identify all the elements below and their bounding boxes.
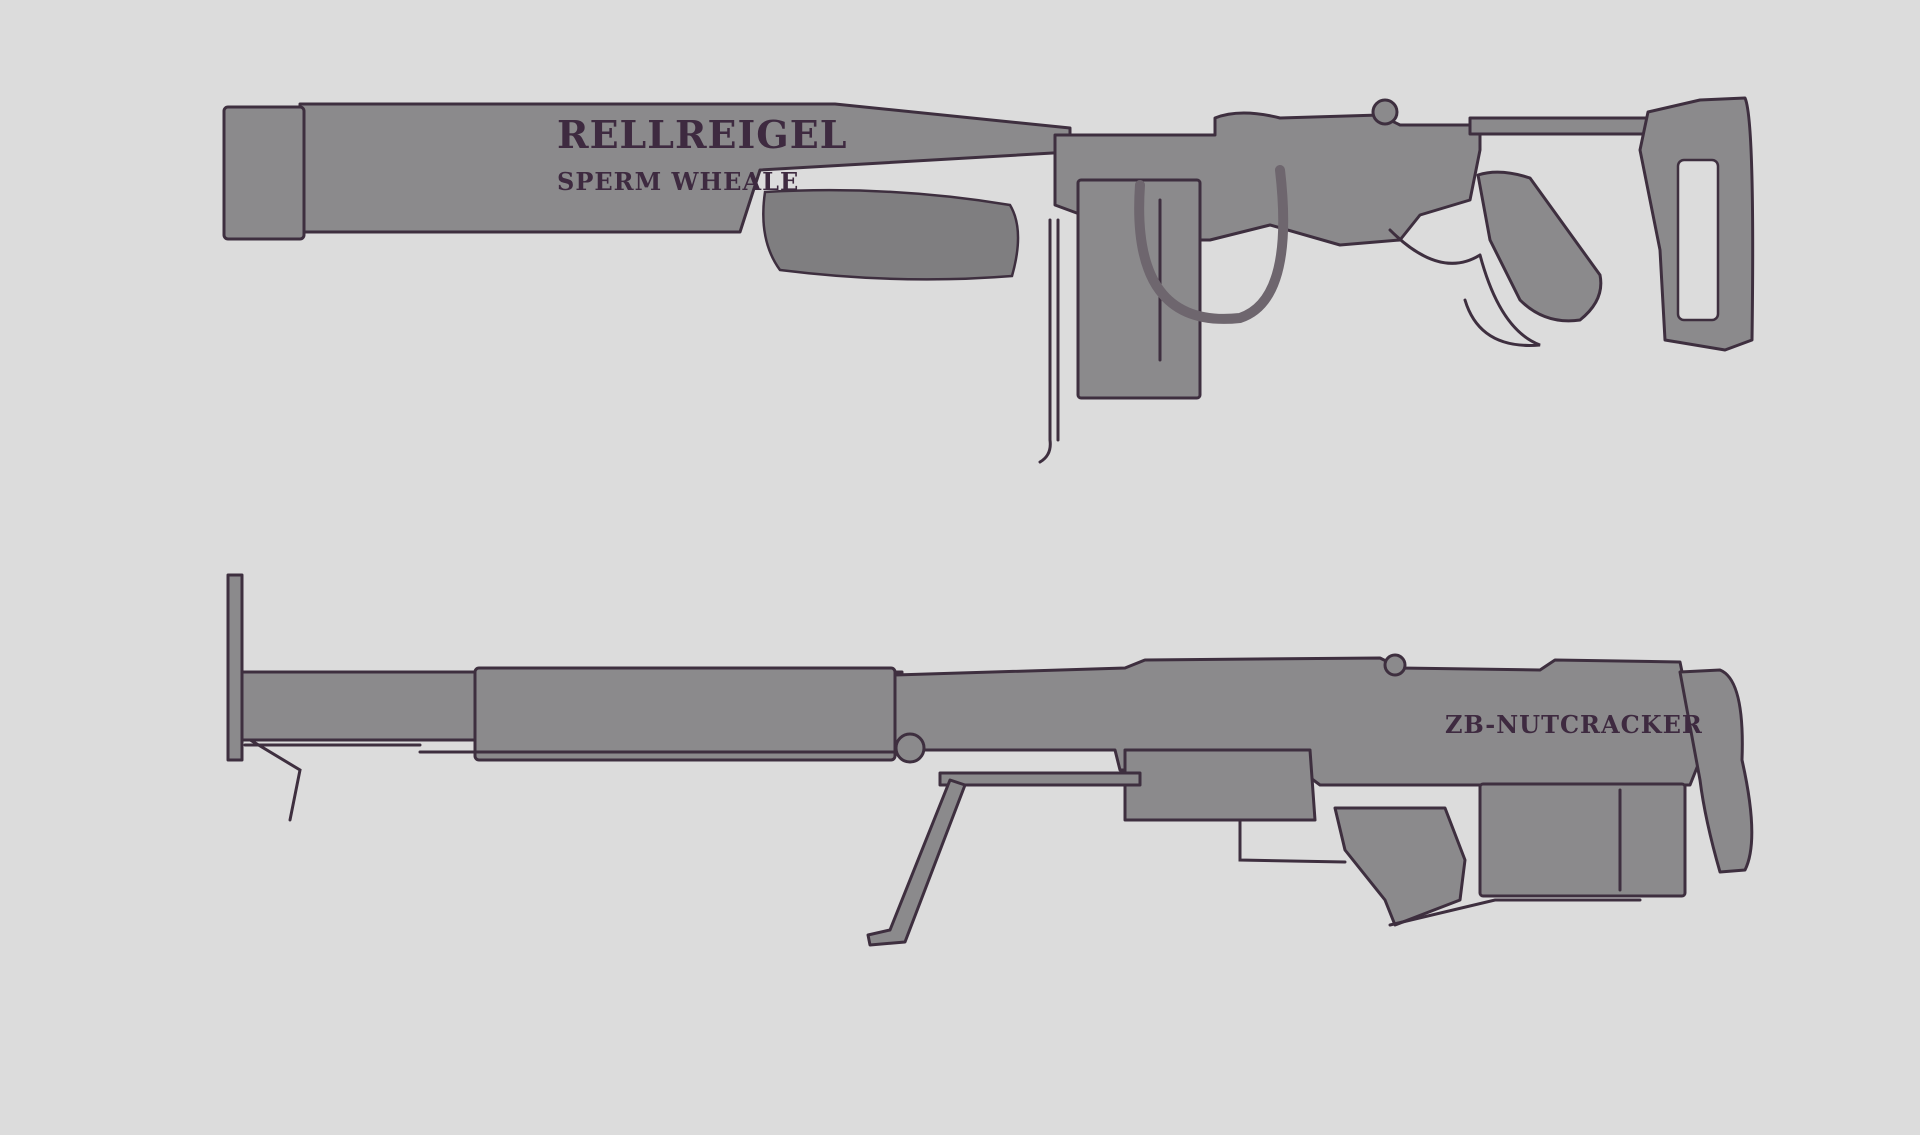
sight-knob	[1383, 653, 1407, 677]
weapon-name-marking: ZB-NUTCRACKER	[1445, 710, 1703, 739]
handguard	[473, 666, 897, 762]
sight-knob	[1371, 98, 1399, 126]
buttstock	[1678, 668, 1754, 874]
cable-loop	[1134, 165, 1289, 324]
muzzle-brace	[240, 733, 422, 822]
suppressor-cap	[222, 105, 306, 241]
weapon-sub-marking: SPERM WHEALE	[557, 167, 799, 196]
magazine	[1076, 178, 1202, 400]
pistol-grip	[1333, 806, 1467, 927]
trigger-guard	[1388, 228, 1541, 347]
bottom-weapon-zb-nutcracker: ZB-NUTCRACKER	[226, 573, 1754, 947]
barrel-shroud	[298, 102, 1072, 234]
bipod-leg	[1038, 218, 1052, 464]
vertical-foregrip	[866, 778, 967, 947]
stock-rod	[1468, 116, 1672, 136]
motor-housing	[1123, 748, 1317, 822]
trigger-guard	[1238, 818, 1347, 864]
grip-strut	[1388, 898, 1642, 927]
muzzle-shield	[226, 573, 244, 762]
pistol-grip	[1476, 170, 1603, 323]
foregrip	[762, 188, 1020, 281]
pivot-knob	[894, 732, 926, 764]
top-weapon-sperm-wheale: RELLREIGEL SPERM WHEALE	[222, 96, 1755, 464]
magazine	[1478, 782, 1687, 898]
weapon-name-marking: RELLREIGEL	[557, 112, 847, 157]
bipod-rail	[938, 771, 1142, 787]
stock-cutout	[1676, 158, 1720, 322]
